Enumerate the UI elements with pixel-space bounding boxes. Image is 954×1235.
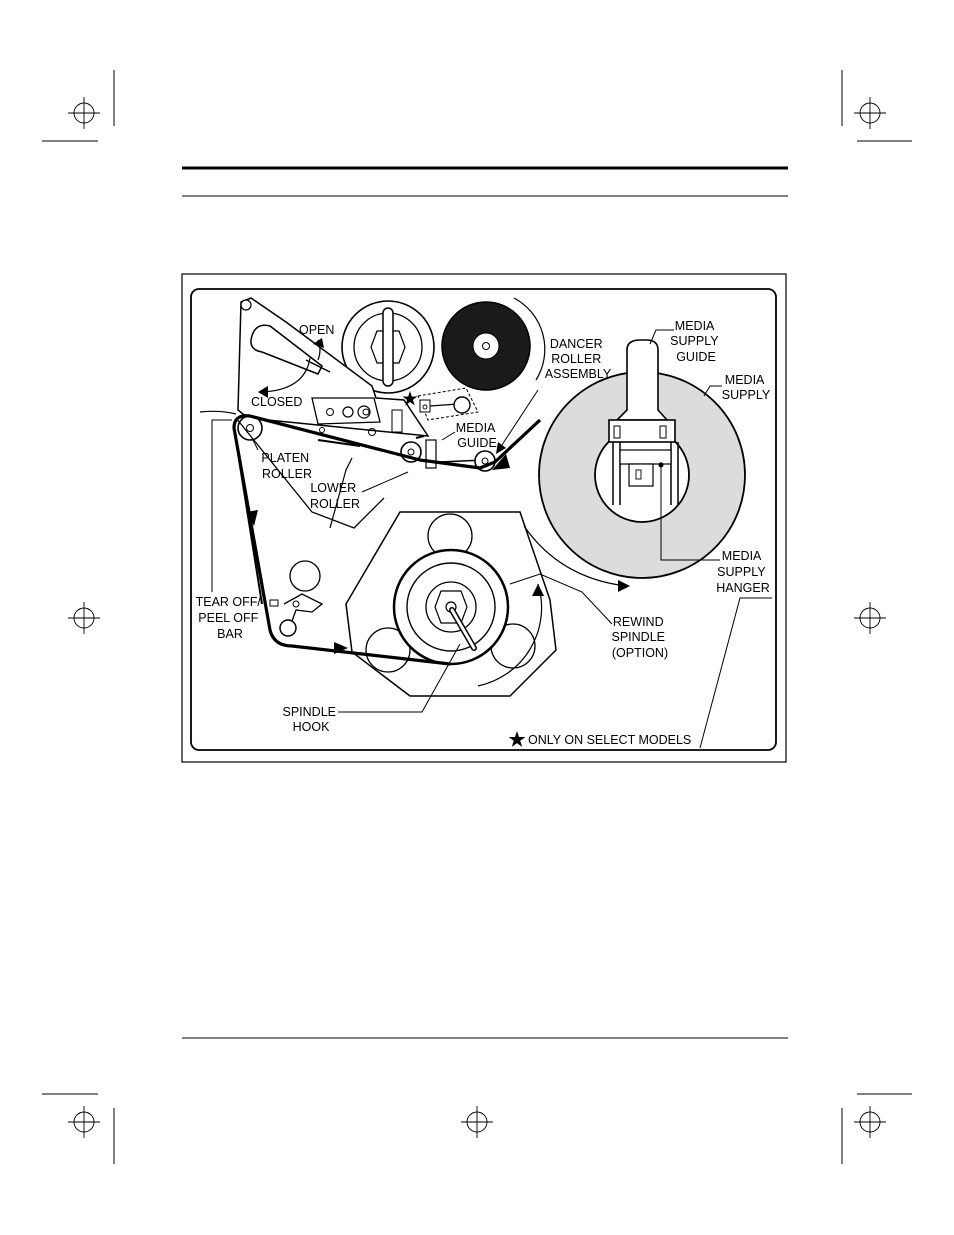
rewind-rotation-arrow: [477, 583, 543, 687]
crosshair-circle-icon: [68, 1106, 100, 1138]
supply-rotation-arrow: [523, 525, 627, 587]
tear-off-bar-assembly: [235, 417, 385, 637]
media-supply-hanger: [608, 419, 679, 505]
web-arrowhead: [246, 510, 258, 526]
star-icon: [402, 391, 418, 406]
media-web-path: [232, 414, 542, 666]
rewind-spindle: [392, 548, 510, 666]
web-arrowhead: [492, 454, 510, 470]
label-tear-off-peel-off-bar: TEAR OFF/ PEEL OFF BAR: [196, 595, 265, 641]
label-media-supply-guide: MEDIA SUPPLY GUIDE: [670, 319, 722, 364]
crosshair-circle-icon: [461, 1106, 493, 1138]
ribbon-rotation-arrow: [513, 297, 546, 381]
crosshair-circle-icon: [854, 97, 886, 129]
label-closed: CLOSED: [251, 395, 302, 409]
media-supply-guide: [615, 339, 669, 421]
label-footnote: ONLY ON SELECT MODELS: [528, 733, 691, 747]
callout-leaders: [211, 329, 772, 749]
label-platen-roller: PLATEN ROLLER: [261, 451, 312, 481]
label-open: OPEN: [299, 323, 334, 337]
crosshair-circle-icon: [854, 1106, 886, 1138]
label-lower-roller: LOWER ROLLER: [310, 481, 360, 511]
label-media-supply-hanger: MEDIA SUPPLY HANGER: [716, 549, 769, 595]
open-closed-arrow: [261, 357, 311, 393]
label-rewind-spindle: REWIND SPINDLE (OPTION): [612, 615, 669, 660]
dancer-roller: [474, 450, 496, 472]
crosshair-circle-icon: [68, 602, 100, 634]
media-lead-in: [199, 410, 237, 415]
printhead-mechanism: [237, 297, 430, 447]
dancer-roller-assembly: [417, 387, 479, 421]
web-arrowhead: [334, 642, 348, 654]
printer-frame: [190, 288, 777, 751]
label-spindle-hook: SPINDLE HOOK: [283, 705, 340, 734]
label-media-supply: MEDIA SUPPLY: [722, 373, 771, 402]
label-dancer-roller-assembly: DANCER ROLLER ASSEMBLY: [545, 337, 612, 381]
label-media-guide: MEDIA GUIDE: [456, 421, 498, 450]
crosshair-circle-icon: [68, 97, 100, 129]
figure-outer-frame: [181, 273, 787, 763]
ribbon-supply-roll: [441, 301, 531, 391]
printhead-open-lever[interactable]: [250, 324, 331, 375]
crosshair-circle-icon: [854, 602, 886, 634]
star-icon: [508, 731, 526, 747]
ribbon-take-up-spindle: [341, 300, 435, 394]
crop-marks: [42, 70, 912, 1164]
platen-roller: [237, 415, 263, 441]
